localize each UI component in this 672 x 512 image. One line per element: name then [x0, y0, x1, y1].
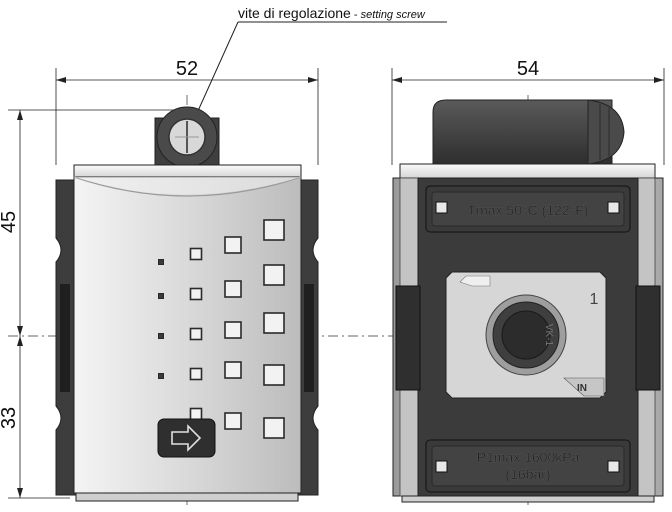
- port-label: IN: [577, 383, 587, 394]
- indicator-square: [263, 264, 285, 286]
- arrowhead-mid-down: [17, 336, 23, 346]
- indicator-square: [189, 367, 203, 381]
- side-knob-housing: [432, 99, 625, 165]
- front-base: [75, 492, 299, 502]
- side-knob-end: [587, 99, 625, 165]
- pressure-rating-bar: (16bar): [505, 466, 550, 482]
- indicator-square: [189, 247, 203, 261]
- front-view: [55, 106, 319, 502]
- dimension-height: 45 33: [0, 109, 180, 499]
- flow-arrow-badge: [157, 418, 216, 458]
- callout-setting-screw: vite di regolazione - setting screw: [192, 5, 447, 123]
- side-base: [401, 495, 655, 503]
- arrowhead-right: [308, 77, 318, 83]
- setting-screw-knob: [154, 106, 220, 168]
- inlet-port-panel: VK-1 1 IN: [445, 271, 607, 399]
- indicator-grid: [158, 219, 285, 439]
- left-bracket-slot: [60, 284, 70, 392]
- height-upper-label: 45: [0, 211, 20, 233]
- port-inner: [501, 310, 551, 360]
- indicator-square: [158, 259, 164, 265]
- arrowhead-top: [17, 110, 23, 120]
- indicator-square: [263, 312, 285, 334]
- right-bracket: [297, 179, 319, 496]
- arrowhead-mid-up: [17, 326, 23, 336]
- bottom-label-plate: P1max 1600kPa (16bar): [425, 439, 631, 493]
- top-label-plate: Tmax 50°C (122°F): [425, 185, 631, 233]
- indicator-square: [224, 361, 242, 379]
- temperature-rating: Tmax 50°C (122°F): [468, 202, 589, 218]
- flow-arrow-icon: [171, 424, 202, 452]
- side-left-tab: [395, 285, 421, 391]
- front-top-curve: [73, 176, 302, 197]
- dimension-front-width: 52: [55, 58, 319, 165]
- indicator-square: [189, 287, 203, 301]
- right-bracket-slot: [304, 284, 314, 392]
- indicator-square: [158, 333, 164, 339]
- indicator-square: [263, 219, 285, 241]
- port-code: VK-1: [543, 324, 554, 347]
- indicator-square: [158, 293, 164, 299]
- side-right-tab: [635, 285, 661, 391]
- dimension-side-width: 54: [391, 58, 665, 165]
- indicator-square: [224, 236, 242, 254]
- top-plate-square-left: [435, 201, 448, 214]
- indicator-square: [158, 373, 164, 379]
- side-view: Tmax 50°C (122°F) VK-1 1 IN P1max 1600kP…: [392, 99, 664, 503]
- side-top-cap: [399, 163, 656, 179]
- indicator-square: [224, 412, 242, 430]
- arrowhead-left: [56, 77, 66, 83]
- top-plate-inner: [431, 191, 625, 227]
- port-number: 1: [590, 291, 599, 308]
- port-panel-bevel: [459, 275, 491, 287]
- side-arrowhead-right: [654, 77, 664, 83]
- port-label-tab: [563, 377, 605, 397]
- height-lower-label: 33: [0, 407, 20, 429]
- indicator-square: [189, 327, 203, 341]
- callout-label: vite di regolazione - setting screw: [238, 5, 426, 21]
- side-arrowhead-left: [392, 77, 402, 83]
- indicator-square: [189, 407, 203, 421]
- callout-leader-diagonal: [192, 21, 239, 123]
- top-plate-square-right: [607, 201, 620, 214]
- side-knob-body: [432, 99, 613, 165]
- indicator-square: [263, 417, 285, 439]
- front-top-highlight: [74, 177, 301, 195]
- bottom-plate-square-right: [607, 460, 620, 473]
- indicator-square: [263, 364, 285, 386]
- front-width-label: 52: [176, 58, 198, 80]
- indicator-square: [224, 321, 242, 339]
- side-width-label: 54: [517, 58, 539, 80]
- arrowhead-bottom: [17, 488, 23, 498]
- bottom-plate-inner: [431, 445, 625, 487]
- pressure-rating: P1max 1600kPa: [477, 449, 580, 465]
- bottom-plate-square-left: [435, 460, 448, 473]
- left-bracket: [55, 179, 77, 496]
- indicator-square: [224, 280, 242, 298]
- top-cap: [73, 164, 302, 178]
